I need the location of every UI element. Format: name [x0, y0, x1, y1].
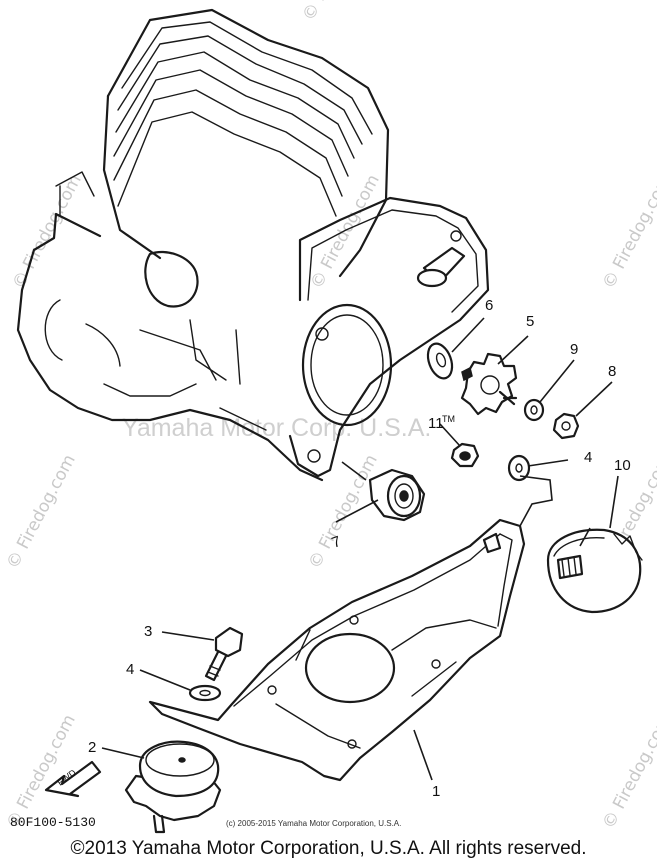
leader-lines: [101, 317, 619, 781]
engine-outline: [16, 8, 490, 482]
part-8-nut: [552, 412, 580, 440]
callout-2: 2: [88, 739, 96, 756]
part-2-mount: [124, 740, 222, 834]
watermark-yamaha-center: Yamaha Motor Corp. U.S.A.: [122, 414, 431, 442]
diagram-code: 80F100-5130: [10, 815, 96, 830]
callout-5: 5: [526, 313, 534, 330]
part-1-bracket: [148, 518, 526, 782]
watermark-firedog-2: © Firedog.com: [299, 0, 376, 24]
part-6-washer: [426, 342, 454, 380]
callout-9: 9: [570, 341, 578, 358]
part-4-washer-lower: [188, 684, 222, 702]
callout-11: 11: [428, 415, 444, 432]
small-copyright: (c) 2005-2015 Yamaha Motor Corporation, …: [226, 819, 401, 828]
footer-copyright: ©2013 Yamaha Motor Corporation, U.S.A. A…: [70, 838, 587, 859]
watermark-firedog-4: © Firedog.com: [599, 171, 657, 292]
watermark-firedog-6: © Firedog.com: [305, 451, 382, 572]
callout-8: 8: [608, 363, 616, 380]
part-7-damper: [368, 468, 426, 522]
part-4-washer-upper: [507, 454, 531, 482]
callout-10: 10: [614, 457, 631, 474]
part-10-rubber-mount: [546, 528, 643, 614]
fwd-arrow: FWD: [44, 760, 102, 798]
part-5-sprocket: [460, 352, 518, 416]
tm-mark: TM: [442, 414, 455, 424]
callout-3: 3: [144, 623, 152, 640]
callout-4-lower: 4: [126, 661, 134, 678]
part-3-bolt: [204, 626, 244, 682]
callout-4-upper: 4: [584, 449, 592, 466]
part-9-small-washer: [523, 398, 545, 422]
callouts: 6 5 9 8 11 TM 4 10 7 3 4 2 1: [88, 297, 631, 800]
watermark-firedog-5: © Firedog.com: [3, 451, 80, 572]
callout-6: 6: [485, 297, 493, 314]
callout-1: 1: [432, 783, 440, 800]
watermark-firedog-1: © Firedog.com: [9, 171, 86, 292]
part-11-nut: [450, 442, 480, 468]
watermark-firedog-9: © Firedog.com: [599, 711, 657, 832]
